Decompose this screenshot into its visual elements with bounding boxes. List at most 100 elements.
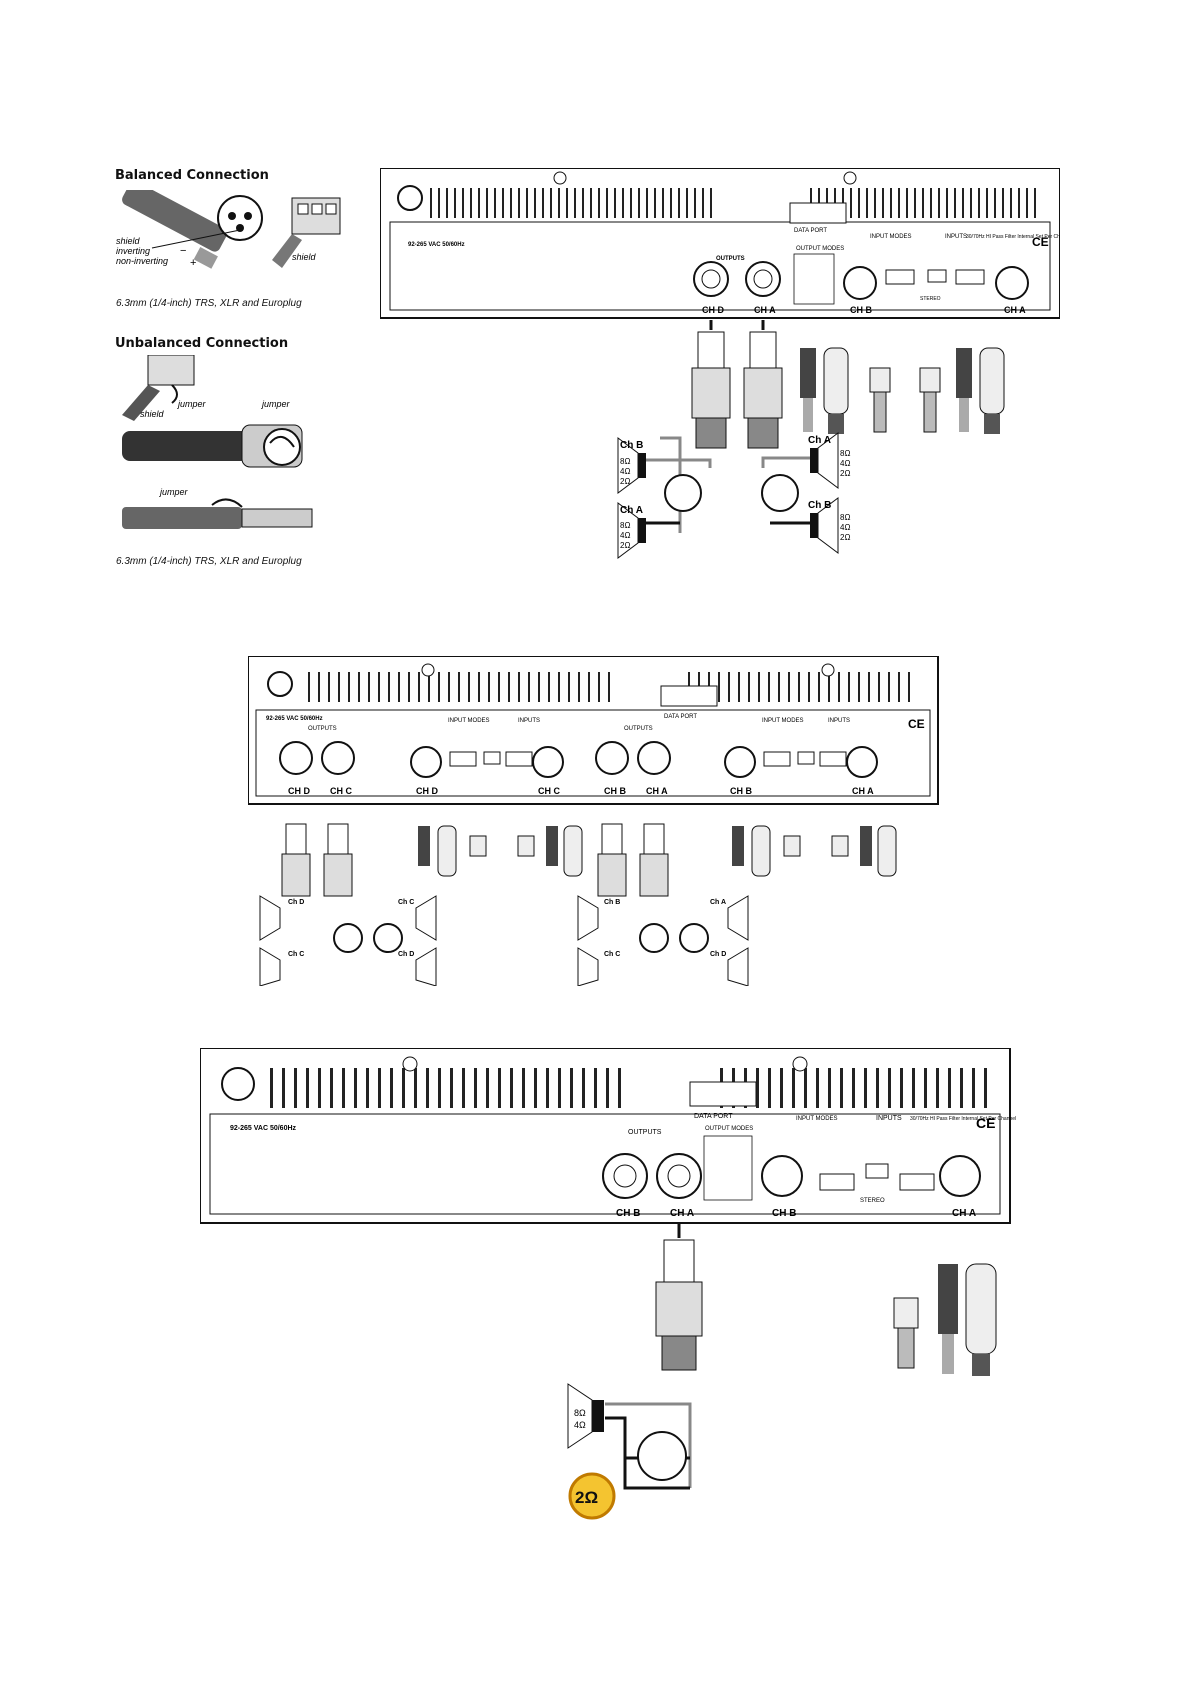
speakon-plug-icon	[281, 823, 311, 897]
europlug-icon	[893, 1297, 919, 1369]
shield-label-europlug: shield	[292, 252, 317, 262]
xlr-input-icon	[410, 746, 442, 778]
output-ch-label: CH A	[646, 786, 668, 796]
europlug-icon	[919, 367, 941, 433]
speakon-face-icon	[333, 923, 363, 953]
speakon-face-icon	[639, 923, 669, 953]
plus-sign: +	[190, 257, 196, 269]
input-ch-label: CH A	[852, 786, 874, 796]
speaker-icon	[810, 497, 839, 554]
xlr-plug-icon	[751, 825, 771, 877]
stereo-label: STEREO	[860, 1198, 885, 1204]
europlug-input-icon	[819, 751, 847, 767]
output-ch-label: CH A	[670, 1208, 694, 1219]
impedance-label: 2Ω	[840, 469, 850, 478]
speaker-ch-label: Ch D	[398, 951, 414, 958]
speakon-output-icon	[595, 741, 629, 775]
screw-icon	[553, 171, 567, 185]
ce-mark: CE	[976, 1115, 995, 1131]
xlr-input-icon	[843, 266, 877, 300]
data-port-label: DATA PORT	[664, 714, 697, 720]
trs-plug-icon	[546, 826, 558, 866]
dip-switch-icon	[483, 751, 501, 765]
speaker-ch-label: Ch C	[398, 899, 414, 906]
voltage-label: 92-265 VAC 50/60Hz	[408, 242, 465, 248]
impedance-label: 4Ω	[574, 1420, 586, 1430]
speaker-icon	[577, 895, 599, 941]
speakon-plug-icon	[323, 823, 353, 897]
xlr-plug-icon	[877, 825, 897, 877]
speaker-wiring-right-group	[577, 895, 749, 986]
input-ch-label: CH B	[730, 786, 752, 796]
speakon-plug-icon	[655, 1222, 703, 1371]
impedance-label: 2Ω	[840, 533, 850, 542]
data-port-label: DATA PORT	[794, 228, 827, 234]
impedance-label: 4Ω	[840, 459, 850, 468]
speaker-icon	[415, 947, 437, 986]
dip-switch-icon	[927, 269, 947, 283]
impedance-label: 4Ω	[620, 467, 630, 476]
speaker-icon	[727, 947, 749, 986]
europlug-icon	[831, 835, 849, 857]
hp-filter-label: 30/70Hz HI Pass Filter Internal Set Per …	[966, 234, 1060, 240]
non-inverting-label: non-inverting	[116, 256, 168, 266]
unbalanced-connection-title: Unbalanced Connection	[115, 336, 289, 351]
speaker-ch-label: Ch B	[808, 500, 831, 511]
trs-plug-icon	[938, 1264, 958, 1374]
speaker-ch-label: Ch C	[288, 951, 304, 958]
speaker-icon	[810, 432, 839, 489]
output-ch-label: CH A	[754, 305, 776, 315]
amplifier-rear-panel-2: DATA PORT 92-265 VAC 50/60Hz OUTPUTS OUT…	[248, 656, 939, 986]
impedance-label: 8Ω	[620, 457, 630, 466]
jumper-label-3: jumper	[159, 487, 189, 497]
europlug-input-icon	[819, 1173, 855, 1191]
vent-slots	[430, 188, 1036, 218]
trs-plug-icon	[732, 826, 744, 866]
speaker-wiring-right	[761, 456, 810, 525]
europlug-icon	[272, 197, 341, 268]
data-port-icon	[689, 1081, 757, 1107]
input-ch-label: CH D	[416, 786, 438, 796]
speakon-output-icon	[637, 741, 671, 775]
europlug-icon	[469, 835, 487, 857]
data-port-label: DATA PORT	[694, 1113, 733, 1120]
output-ch-label: CH D	[702, 305, 724, 315]
outputs-label: OUTPUTS	[624, 726, 653, 732]
xlr-plug-icon	[965, 1263, 997, 1376]
speaker-icon	[567, 1383, 604, 1449]
balanced-connection-title: Balanced Connection	[115, 168, 269, 183]
speakon-plug-icon	[691, 320, 731, 449]
xlr-input-icon	[532, 746, 564, 778]
amplifier-rear-panel-3: DATA PORT 92-265 VAC 50/60Hz OUTPUTS CH …	[200, 1048, 1016, 1520]
warning-impedance-label: 2Ω	[575, 1488, 598, 1507]
xlr-plug-icon	[823, 347, 849, 434]
screw-icon	[821, 663, 835, 677]
hp-filter-label: 30/70Hz HI Pass Filter Internal Set Per …	[910, 1116, 1016, 1122]
speakon-plug-icon	[639, 823, 669, 897]
jumper-label-1: jumper	[177, 399, 207, 409]
impedance-label: 2Ω	[620, 477, 630, 486]
balanced-caption: 6.3mm (1/4-inch) TRS, XLR and Europlug	[116, 298, 302, 309]
speaker-ch-label: Ch A	[808, 435, 831, 446]
speaker-icon	[259, 895, 281, 941]
speaker-ch-label: Ch A	[620, 505, 643, 516]
impedance-label: 4Ω	[620, 531, 630, 540]
power-inlet-icon	[397, 185, 423, 211]
europlug-icon	[869, 367, 891, 433]
trs-plug-icon	[800, 348, 816, 432]
input-ch-label: CH C	[538, 786, 560, 796]
impedance-label: 2Ω	[620, 541, 630, 550]
trs-plug-icon	[122, 190, 228, 269]
outputs-label: OUTPUTS	[628, 1129, 662, 1136]
vent-slots	[308, 672, 910, 702]
trs-plug-icon	[956, 348, 972, 432]
speakon-output-icon	[321, 741, 355, 775]
xlr-pin-face-icon	[217, 195, 263, 241]
output-ch-label: CH B	[604, 786, 626, 796]
speaker-icon	[617, 502, 646, 559]
speaker-wiring-left	[645, 436, 712, 533]
output-ch-label: CH D	[288, 786, 310, 796]
speaker-icon	[617, 437, 646, 494]
output-modes-label: OUTPUT MODES	[796, 246, 844, 252]
outputs-label: OUTPUTS	[716, 256, 745, 262]
